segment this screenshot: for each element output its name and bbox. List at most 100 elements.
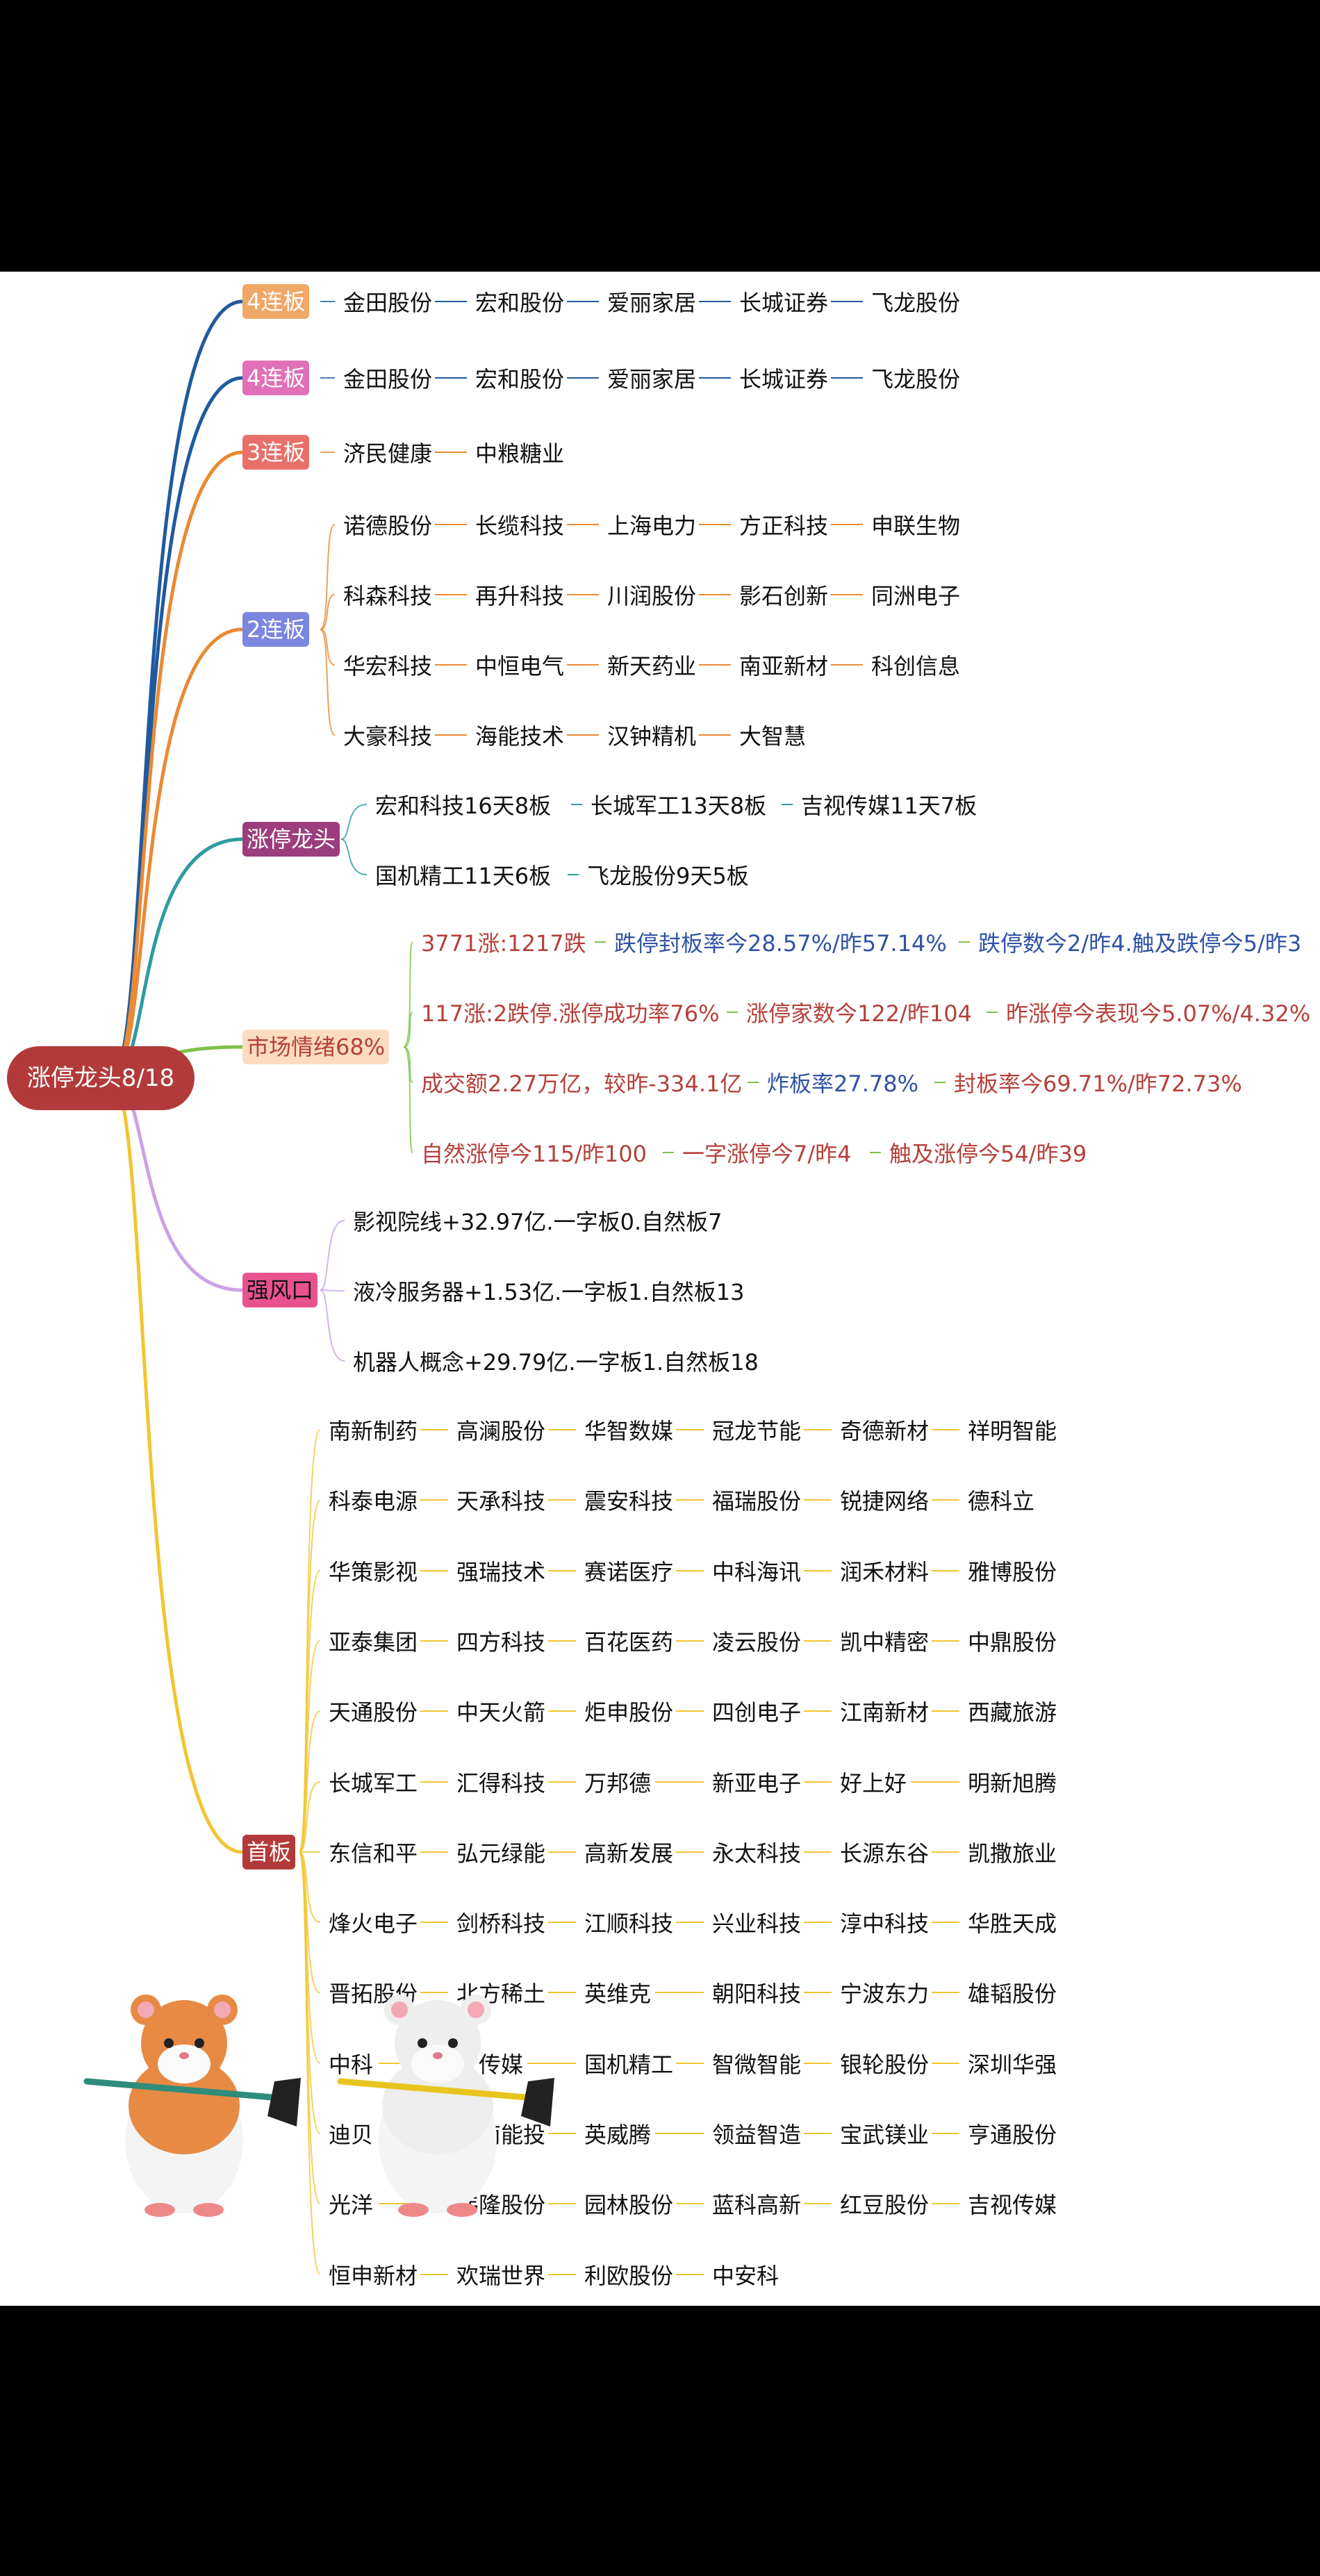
stock-item[interactable]: 南新制药 [329, 1418, 418, 1444]
branch-tag-b4[interactable]: 2连板 [242, 612, 310, 647]
stock-item[interactable]: 科泰电源 [329, 1488, 418, 1515]
stock-item[interactable]: 大豪科技 [343, 723, 433, 750]
stock-item[interactable]: 深圳华强 [968, 2051, 1057, 2078]
stock-item[interactable]: 宁波东力 [840, 1981, 930, 2008]
stock-item[interactable]: 光洋 [329, 2192, 374, 2219]
stock-item[interactable]: 海能技术 [475, 723, 565, 750]
stock-item[interactable]: 宏和股份 [475, 366, 565, 393]
stock-item[interactable]: 方正科技 [739, 513, 829, 539]
root-node[interactable]: 涨停龙头8/18 [7, 1046, 195, 1110]
stock-item[interactable]: 华胜天成 [968, 1910, 1057, 1938]
stock-item[interactable]: 利欧股份 [584, 2262, 674, 2289]
stock-item[interactable]: 再升科技 [475, 583, 565, 609]
stock-item[interactable]: 德科立 [968, 1488, 1035, 1515]
stock-item[interactable]: 祥明智能 [968, 1418, 1057, 1444]
stock-item[interactable]: 欢瑞世界 [456, 2262, 546, 2289]
stock-item[interactable]: 中科海讯 [712, 1558, 802, 1585]
stock-item[interactable]: 新亚电子 [712, 1769, 802, 1797]
stock-item[interactable]: 飞龙股份9天5板 [587, 863, 749, 889]
stock-item[interactable]: 迪贝 [329, 2122, 374, 2148]
stock-item[interactable]: 震安科技 [584, 1488, 674, 1515]
stock-item[interactable]: 亚泰集团 [329, 1628, 418, 1656]
stock-item[interactable]: 炸板率27.78% [767, 1071, 919, 1097]
stock-item[interactable]: 申联生物 [871, 513, 961, 539]
stock-item[interactable]: 成交额2.27万亿，较昨-334.1亿 [421, 1071, 743, 1097]
stock-item[interactable]: 宏和股份 [475, 290, 565, 316]
stock-item[interactable]: 高澜股份 [456, 1418, 546, 1444]
stock-item[interactable]: 弘元绿能 [456, 1840, 546, 1867]
stock-item[interactable]: 大智慧 [739, 723, 807, 750]
stock-item[interactable]: 淳中科技 [840, 1910, 930, 1938]
stock-item[interactable]: 高新发展 [584, 1840, 674, 1867]
stock-item[interactable]: 百花医药 [584, 1628, 674, 1656]
stock-item[interactable]: 科森科技 [343, 583, 433, 609]
stock-item[interactable]: 银轮股份 [840, 2051, 930, 2078]
stock-item[interactable]: 南亚新材 [739, 653, 829, 679]
stock-item[interactable]: 昨涨停今表现今5.07%/4.32% [1006, 1000, 1311, 1027]
stock-item[interactable]: 一字涨停今7/昨4 [682, 1141, 852, 1167]
stock-item[interactable]: 涨停家数今122/昨104 [746, 1000, 972, 1027]
stock-item[interactable]: 触及涨停今54/昨39 [889, 1141, 1087, 1167]
stock-item[interactable]: 润禾材料 [840, 1558, 930, 1585]
stock-item[interactable]: 国机精工11天6板 [375, 863, 552, 889]
stock-item[interactable]: 烽火电子 [329, 1910, 418, 1938]
stock-item[interactable]: 兴业科技 [712, 1910, 802, 1938]
stock-item[interactable]: 福瑞股份 [712, 1488, 802, 1515]
stock-item[interactable]: 新天药业 [607, 653, 697, 679]
stock-item[interactable]: 飞龙股份 [871, 366, 961, 393]
stock-item[interactable]: 金田股份 [343, 290, 433, 316]
branch-tag-b5[interactable]: 涨停龙头 [242, 822, 340, 857]
stock-item[interactable]: 宏和科技16天8板 [375, 793, 552, 819]
branch-tag-b6[interactable]: 市场情绪68% [242, 1030, 390, 1064]
stock-item[interactable]: 凌云股份 [712, 1628, 802, 1656]
stock-item[interactable]: 朝阳科技 [712, 1981, 802, 2008]
stock-item[interactable]: 中鼎股份 [968, 1628, 1057, 1656]
stock-item[interactable]: 赛诺医疗 [584, 1558, 674, 1585]
stock-item[interactable]: 长城军工 [329, 1769, 418, 1797]
stock-item[interactable]: 液冷服务器+1.53亿.一字板1.自然板13 [353, 1279, 745, 1305]
stock-item[interactable]: 华宏科技 [343, 653, 433, 679]
stock-item[interactable]: 汇得科技 [456, 1769, 546, 1797]
branch-tag-b3[interactable]: 3连板 [242, 435, 310, 470]
stock-item[interactable]: 奇德新材 [840, 1418, 930, 1444]
stock-item[interactable]: 凯中精密 [840, 1628, 930, 1656]
stock-item[interactable]: 飞龙股份 [871, 290, 961, 316]
stock-item[interactable]: 万邦德 [584, 1769, 652, 1797]
stock-item[interactable]: 爱丽家居 [607, 366, 697, 393]
stock-item[interactable]: 雄韬股份 [968, 1981, 1057, 2008]
stock-item[interactable]: 江南新材 [840, 1699, 930, 1726]
stock-item[interactable]: 华智数媒 [584, 1418, 674, 1444]
branch-tag-b1[interactable]: 4连板 [242, 284, 310, 319]
stock-item[interactable]: 好上好 [840, 1769, 907, 1797]
stock-item[interactable]: 吉视传媒 [968, 2192, 1057, 2219]
stock-item[interactable]: 红豆股份 [840, 2192, 930, 2219]
stock-item[interactable]: 中科 [329, 2051, 374, 2078]
stock-item[interactable]: 明新旭腾 [968, 1769, 1057, 1797]
stock-item[interactable]: 3771涨:1217跌 [421, 930, 586, 957]
stock-item[interactable]: 英威腾 [584, 2122, 652, 2148]
stock-item[interactable]: 华策影视 [329, 1558, 418, 1585]
stock-item[interactable]: 科创信息 [871, 653, 961, 679]
stock-item[interactable]: 影石创新 [739, 583, 829, 609]
stock-item[interactable]: 济民健康 [343, 440, 433, 467]
stock-item[interactable]: 中安科 [712, 2262, 779, 2289]
stock-item[interactable]: 爱丽家居 [607, 290, 697, 316]
stock-item[interactable]: 机器人概念+29.79亿.一字板1.自然板18 [353, 1349, 759, 1376]
stock-item[interactable]: 四创电子 [712, 1699, 802, 1726]
stock-item[interactable]: 领益智造 [712, 2122, 802, 2148]
stock-item[interactable]: 亨通股份 [968, 2122, 1057, 2148]
stock-item[interactable]: 国机精工 [584, 2051, 674, 2078]
stock-item[interactable]: 中粮糖业 [475, 440, 565, 467]
stock-item[interactable]: 诺德股份 [343, 513, 433, 539]
stock-item[interactable]: 凯撒旅业 [968, 1840, 1057, 1867]
stock-item[interactable]: 金田股份 [343, 366, 433, 393]
stock-item[interactable]: 炬申股份 [584, 1699, 674, 1726]
stock-item[interactable]: 长缆科技 [475, 513, 565, 539]
stock-item[interactable]: 永太科技 [712, 1840, 802, 1867]
stock-item[interactable]: 自然涨停今115/昨100 [421, 1141, 647, 1167]
branch-tag-b8[interactable]: 首板 [242, 1835, 296, 1869]
stock-item[interactable]: 英维克 [584, 1981, 652, 2008]
stock-item[interactable]: 冠龙节能 [712, 1418, 802, 1444]
stock-item[interactable]: 汉钟精机 [607, 723, 697, 750]
stock-item[interactable]: 天通股份 [329, 1699, 418, 1726]
